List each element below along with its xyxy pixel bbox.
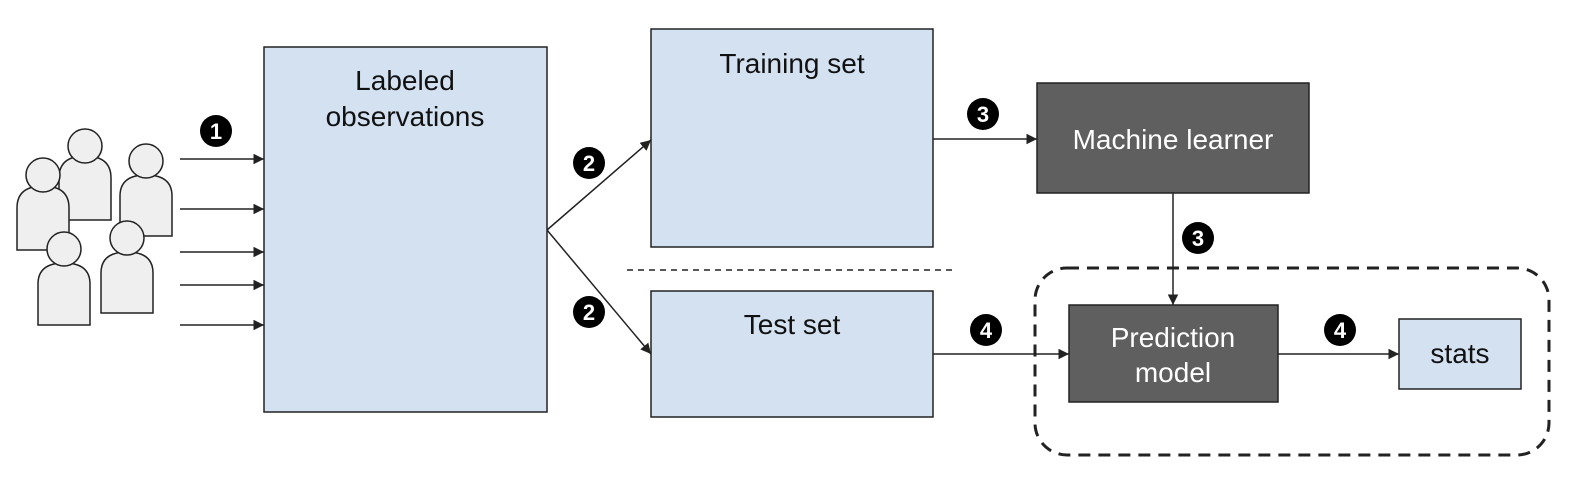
step-badge-3-model: 3 [1182,222,1214,254]
step-badge-3-learner: 3 [967,98,999,130]
step-badge-2-test: 2 [573,296,605,328]
svg-text:1: 1 [210,119,222,144]
arrow-to-training-set [546,139,652,231]
person-icon [16,157,70,251]
machine-learner-box: Machine learner [1036,82,1310,194]
stats-box: stats [1398,318,1522,390]
training-set-box: Training set [650,28,934,248]
prediction-model-box: Prediction model [1068,304,1279,403]
labeled-observations-label-line1: Labeled [355,65,455,96]
person-icon [119,143,173,237]
test-set-label: Test set [744,309,841,340]
input-arrows [180,153,264,331]
person-icon [37,231,91,326]
training-set-label: Training set [719,48,864,79]
test-set-box: Test set [650,290,934,418]
stats-label: stats [1430,338,1489,369]
svg-text:2: 2 [583,300,595,325]
machine-learner-label: Machine learner [1073,124,1274,155]
person-icon [100,220,154,314]
svg-text:2: 2 [583,151,595,176]
svg-text:3: 3 [1192,226,1204,251]
arrow-to-test-set [546,229,652,355]
svg-text:4: 4 [1334,318,1347,343]
person-icon [58,128,112,221]
step-badge-4-test: 4 [970,314,1002,346]
prediction-model-label-line1: Prediction [1111,322,1236,353]
step-badge-1: 1 [200,115,232,147]
svg-text:3: 3 [977,102,989,127]
step-badge-2-training: 2 [573,147,605,179]
evaluation-region [1033,266,1551,457]
labeled-observations-box: Labeled observations [263,46,548,413]
split-arrows [546,139,652,355]
people-group-icon [16,128,173,326]
prediction-model-label-line2: model [1135,357,1211,388]
step-badge-4-stats: 4 [1324,314,1356,346]
labeled-observations-label-line2: observations [326,101,485,132]
svg-text:4: 4 [980,318,993,343]
